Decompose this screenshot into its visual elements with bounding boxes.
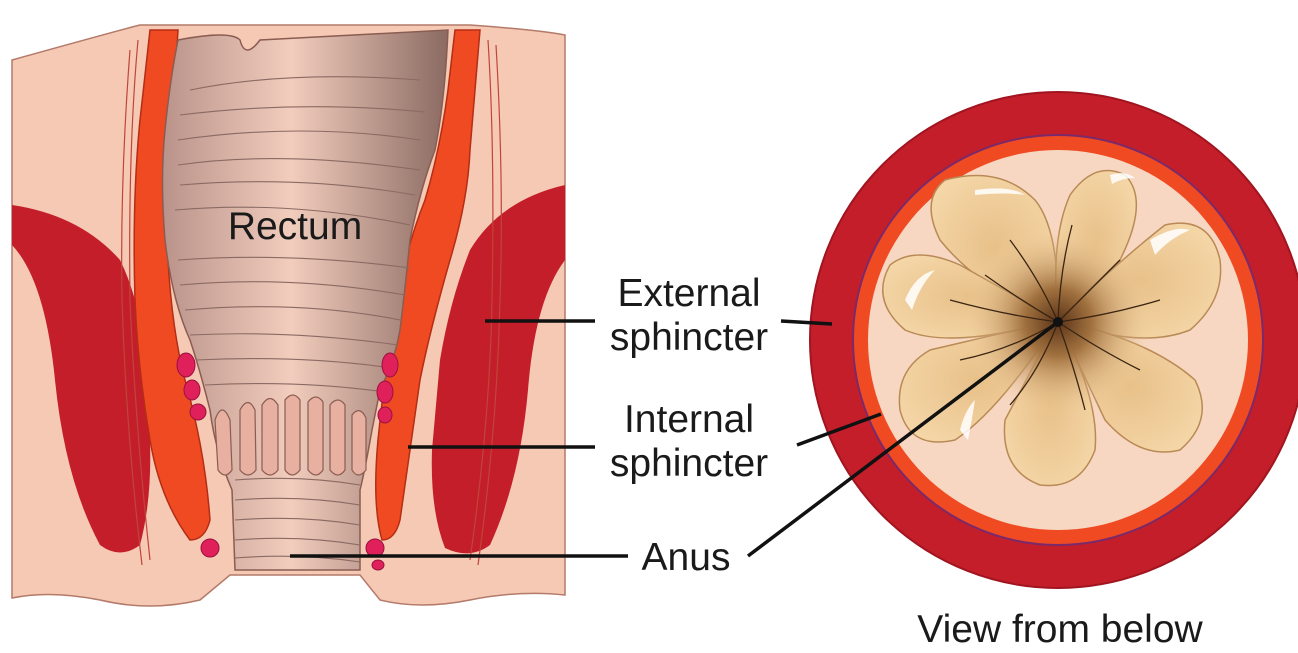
rectum-label-text: Rectum <box>200 205 390 249</box>
internal-sphincter-label: Internal sphincter <box>594 398 784 486</box>
below-view <box>810 92 1298 588</box>
internal-sphincter-line1: Internal <box>594 398 784 442</box>
view-from-below-label: View from below <box>880 608 1240 652</box>
external-sphincter-line2: sphincter <box>594 316 784 360</box>
anus-label-text: Anus <box>626 536 746 580</box>
external-sphincter-label: External sphincter <box>594 272 784 360</box>
anus-label: Anus <box>626 536 746 580</box>
view-from-below-text: View from below <box>880 608 1240 652</box>
cross-section <box>12 25 565 606</box>
rectum-label: Rectum <box>200 205 390 249</box>
anus-opening-dot <box>1053 317 1063 327</box>
external-sphincter-line1: External <box>594 272 784 316</box>
internal-sphincter-line2: sphincter <box>594 442 784 486</box>
